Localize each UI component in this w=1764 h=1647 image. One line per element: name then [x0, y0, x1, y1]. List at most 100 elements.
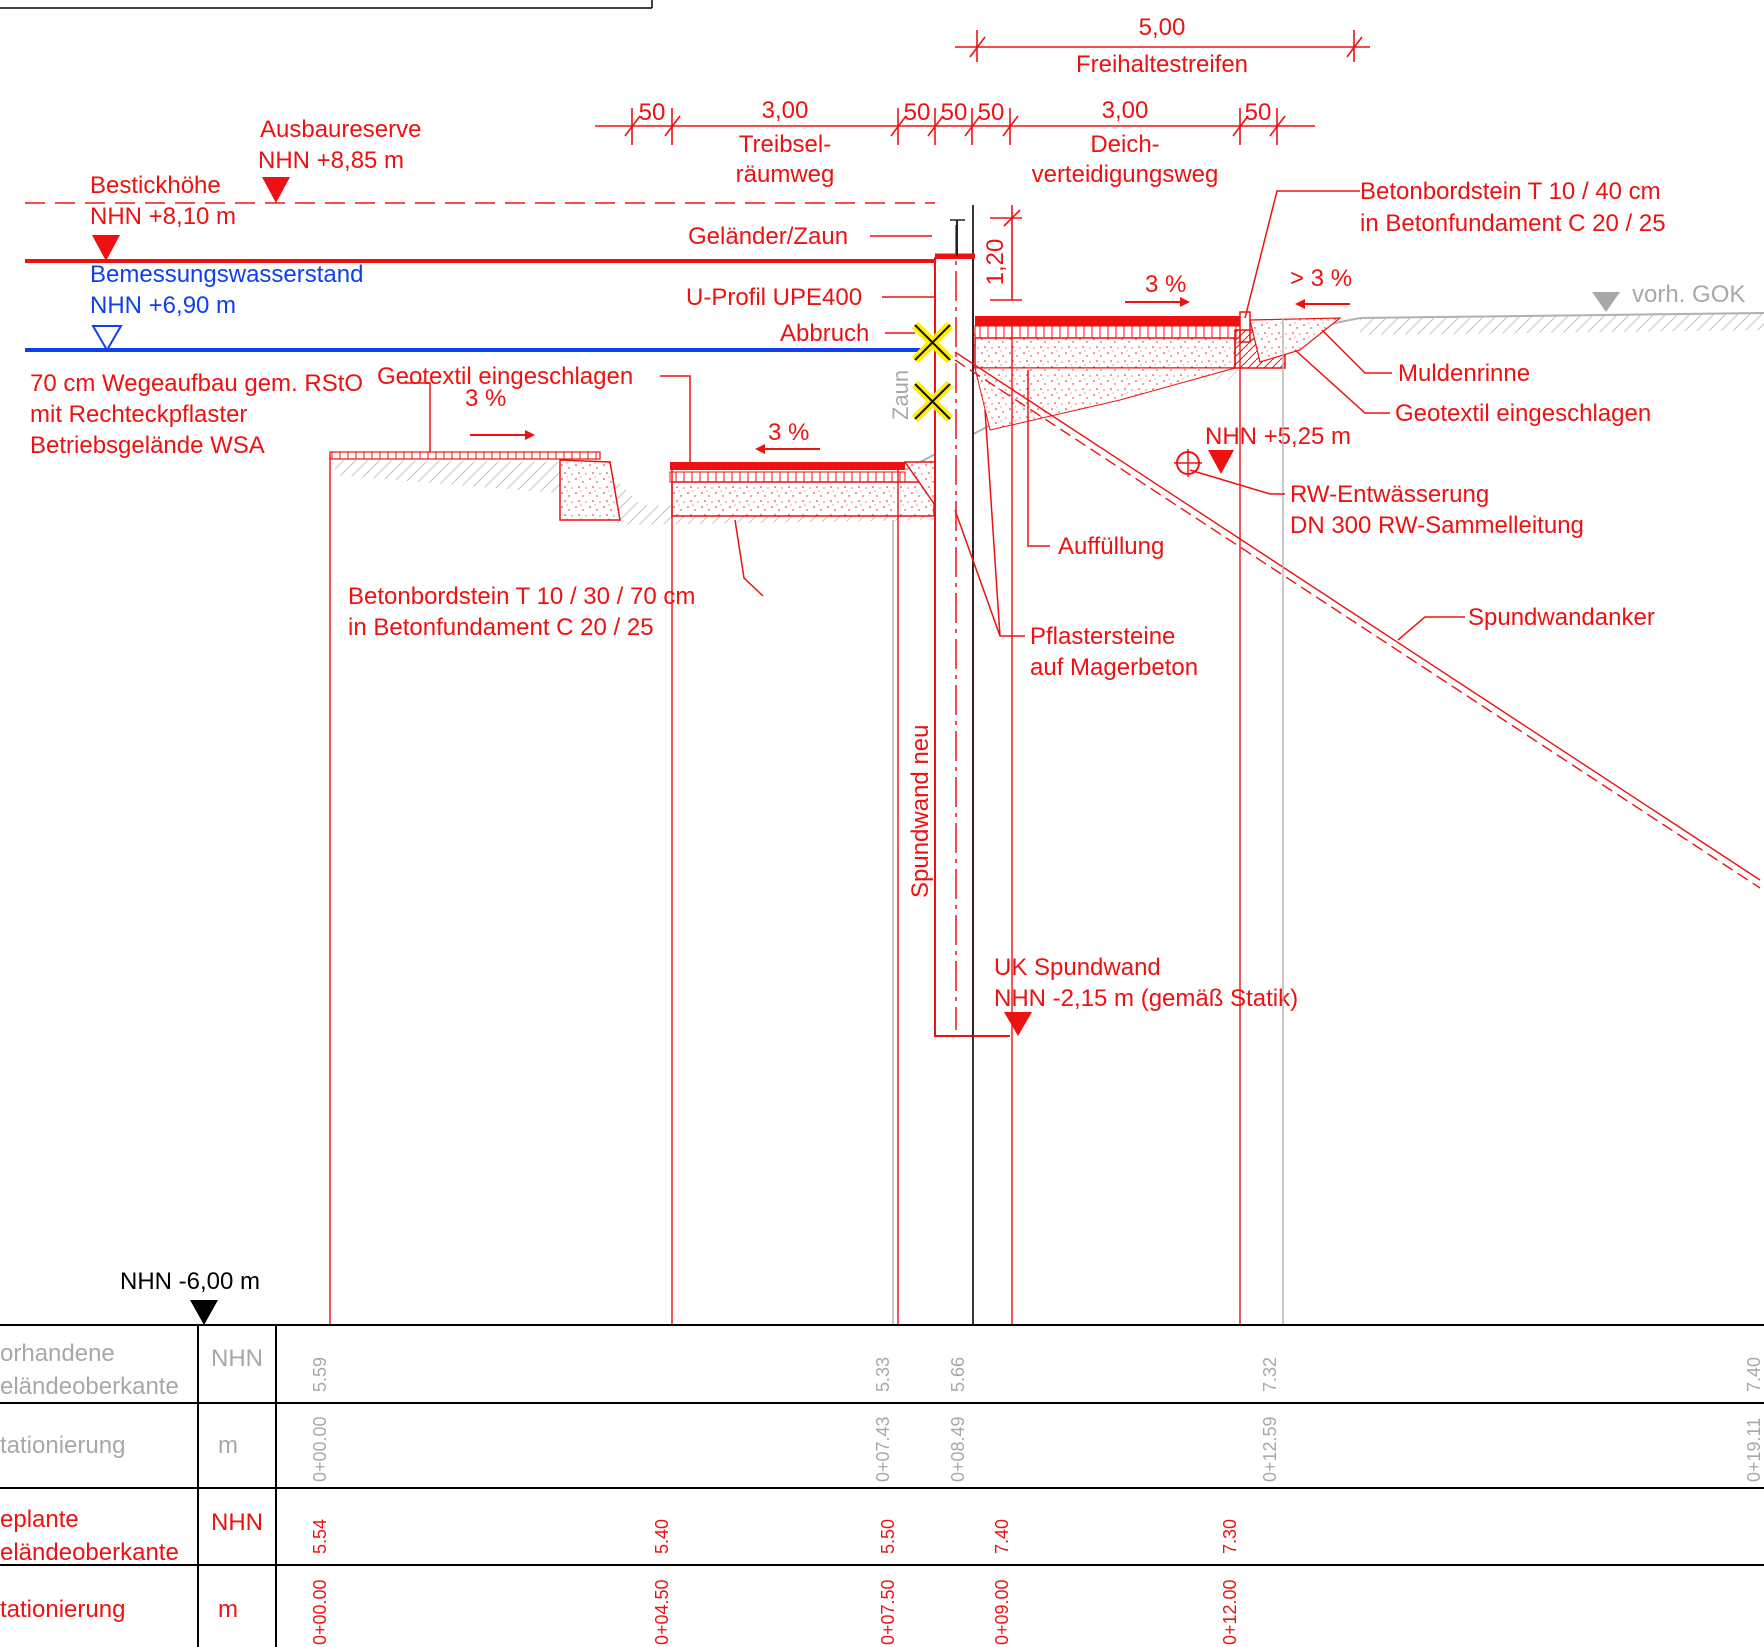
anchor-rod	[954, 351, 1761, 889]
slope-mid-label: 3 %	[768, 419, 809, 446]
existing-station: 0+19.11	[1744, 1418, 1764, 1482]
spundwand-label: Spundwand neu	[907, 725, 934, 898]
planned-station: 0+00.00	[310, 1579, 330, 1645]
existing-height: 5.66	[948, 1357, 968, 1392]
geo-left-label: Geotextil eingeschlagen	[377, 363, 633, 390]
dim-50: 50	[941, 99, 968, 126]
ausbau-level: NHN +8,85 m	[258, 147, 404, 174]
station-lines	[329, 316, 1241, 1325]
existing-station: 0+07.43	[873, 1416, 893, 1482]
dim-50: 50	[978, 99, 1005, 126]
rw-label: DN 300 RW-Sammelleitung	[1290, 512, 1584, 539]
deich-pavement	[949, 311, 1342, 431]
gelaender-label: Geländer/Zaun	[688, 223, 848, 250]
bestick-level: NHN +8,10 m	[90, 203, 236, 230]
existing-height: 7.40	[1744, 1357, 1764, 1392]
dim-50: 50	[904, 99, 931, 126]
pflaster-label: auf Magerbeton	[1030, 654, 1198, 681]
row-label: tationierung	[0, 1596, 125, 1623]
anker-label: Spundwandanker	[1468, 604, 1655, 631]
slope-arrow-icon	[525, 430, 535, 440]
dim-deich-label: Deich-	[1090, 131, 1159, 158]
slope-left-label: 3 %	[465, 385, 506, 412]
datum-label: NHN -6,00 m	[120, 1268, 260, 1295]
row-label: eländeoberkante	[0, 1373, 179, 1400]
nhn525-label: NHN +5,25 m	[1205, 423, 1351, 450]
row-label: eplante	[0, 1506, 79, 1533]
existing-height: 7.32	[1260, 1357, 1280, 1392]
uk-marker-icon	[1004, 1012, 1032, 1036]
bestick-label: Bestickhöhe	[90, 172, 221, 199]
row-unit: NHN	[211, 1509, 263, 1536]
planned-height: 5.50	[878, 1519, 898, 1554]
gok-label: vorh. GOK	[1632, 281, 1745, 308]
dim-treibsel-label: Treibsel-	[739, 131, 831, 158]
wege-label: Betriebsgelände WSA	[30, 432, 265, 459]
leader-lines	[405, 190, 1465, 641]
slope-right-label: > 3 %	[1290, 265, 1352, 292]
dim-treibsel-width: 3,00	[762, 97, 809, 124]
row-unit: NHN	[211, 1345, 263, 1372]
planned-station: 0+07.50	[878, 1579, 898, 1645]
water-level: NHN +6,90 m	[90, 292, 236, 319]
row-unit: m	[218, 1432, 238, 1459]
bord-right-label: Betonbordstein T 10 / 40 cm	[1360, 178, 1661, 205]
dim-50: 50	[639, 99, 666, 126]
ausbau-label: Ausbaureserve	[260, 116, 421, 143]
dim-total-label: Freihaltestreifen	[1076, 51, 1248, 78]
existing-station: 0+00.00	[310, 1416, 330, 1482]
row-label: orhandene	[0, 1340, 115, 1367]
left-pavement	[329, 451, 936, 521]
slope-arrow-icon	[1180, 297, 1190, 307]
existing-station: 0+08.49	[948, 1416, 968, 1482]
planned-height: 5.54	[310, 1519, 330, 1554]
wege-label: 70 cm Wegeaufbau gem. RStO	[30, 370, 363, 397]
geo-right-label: Geotextil eingeschlagen	[1395, 400, 1651, 427]
dim-deich-label: verteidigungsweg	[1032, 161, 1219, 188]
gok-marker-icon	[1592, 292, 1620, 312]
water-marker-icon	[91, 325, 123, 352]
abbruch-cross-icon	[911, 380, 954, 423]
planned-height: 7.30	[1220, 1519, 1240, 1554]
planned-height: 7.40	[992, 1519, 1012, 1554]
planned-station: 0+04.50	[652, 1579, 672, 1645]
slope-arrow-icon	[755, 444, 765, 454]
rw-label: RW-Entwässerung	[1290, 481, 1489, 508]
profile-table	[0, 1324, 1764, 1647]
mulde-label: Muldenrinne	[1398, 360, 1530, 387]
zaun-label: Zaun	[888, 370, 913, 420]
planned-station: 0+12.00	[1220, 1579, 1240, 1645]
row-unit: m	[218, 1596, 238, 1623]
nhn525-marker-icon	[1208, 450, 1234, 474]
dim-50: 50	[1245, 99, 1272, 126]
water-label: Bemessungswasserstand	[90, 261, 363, 288]
planned-height: 5.40	[652, 1519, 672, 1554]
dimension-chains	[595, 30, 1370, 301]
auffuellung-label: Auffüllung	[1058, 533, 1164, 560]
planned-station: 0+09.00	[992, 1579, 1012, 1645]
existing-station: 0+12.59	[1260, 1416, 1280, 1482]
existing-station-lines	[892, 318, 1284, 1325]
row-label: tationierung	[0, 1432, 125, 1459]
drain-pipe-icon	[1174, 449, 1202, 477]
abbruch-cross-icon	[911, 321, 954, 364]
dim-total-width: 5,00	[1139, 14, 1186, 41]
bord-left-label: Betonbordstein T 10 / 30 / 70 cm	[348, 583, 695, 610]
datum-marker-icon	[190, 1300, 218, 1325]
pflaster-label: Pflastersteine	[1030, 623, 1175, 650]
existing-height: 5.59	[310, 1357, 330, 1392]
slope-arrow-icon	[1295, 299, 1305, 309]
abbruch-label: Abbruch	[780, 320, 869, 347]
dim-deich-width: 3,00	[1102, 97, 1149, 124]
slope-deich-label: 3 %	[1145, 271, 1186, 298]
row-label: eländeoberkante	[0, 1539, 179, 1566]
bestick-marker-icon	[92, 235, 120, 261]
uprofil-label: U-Profil UPE400	[686, 284, 862, 311]
dim-treibsel-label: räumweg	[736, 161, 835, 188]
ausbau-marker-icon	[262, 177, 290, 203]
uk-label: UK Spundwand	[994, 954, 1161, 981]
wege-label: mit Rechteckpflaster	[30, 401, 247, 428]
dim-fence-height: 1,20	[982, 239, 1009, 286]
bord-right-label: in Betonfundament C 20 / 25	[1360, 210, 1666, 237]
